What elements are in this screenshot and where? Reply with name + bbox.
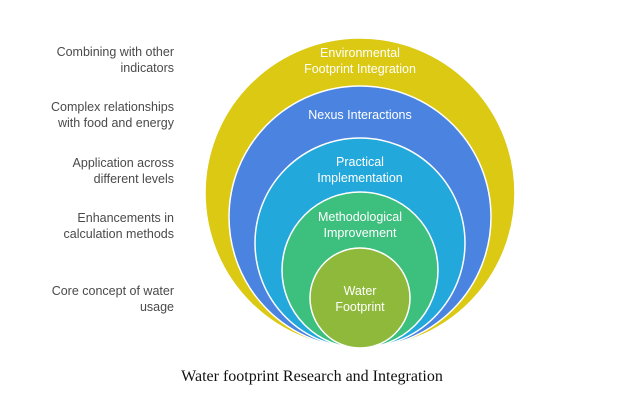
description-line: Application across bbox=[72, 156, 174, 170]
description-nexus: Complex relationships with food and ener… bbox=[0, 99, 174, 131]
description-line: Complex relationships bbox=[51, 100, 174, 114]
circle-water-footprint bbox=[309, 247, 411, 349]
figure-caption: Water footprint Research and Integration bbox=[181, 368, 443, 385]
description-line: Enhancements in bbox=[77, 211, 174, 225]
description-line: with food and energy bbox=[57, 116, 174, 130]
description-line: Combining with other bbox=[56, 45, 174, 59]
description-line: usage bbox=[139, 300, 174, 314]
description-practical: Application across different levels bbox=[0, 155, 174, 187]
layer-label: Footprint bbox=[335, 300, 385, 314]
layer-label: Water bbox=[344, 284, 377, 298]
description-environmental: Combining with other indicators bbox=[0, 44, 174, 76]
description-water-footprint: Core concept of water usage bbox=[0, 283, 174, 315]
description-line: indicators bbox=[120, 61, 175, 75]
description-line: different levels bbox=[93, 172, 174, 186]
layer-label: Practical bbox=[336, 155, 384, 169]
description-methodological: Enhancements in calculation methods bbox=[0, 210, 174, 242]
layer-label: Improvement bbox=[324, 226, 397, 240]
description-line: Core concept of water bbox=[51, 284, 174, 298]
layer-label: Nexus Interactions bbox=[308, 108, 412, 122]
description-line: calculation methods bbox=[63, 227, 174, 241]
layer-label: Footprint Integration bbox=[304, 62, 416, 76]
layer-label: Methodological bbox=[318, 210, 402, 224]
layer-label: Environmental bbox=[320, 46, 400, 60]
layer-label: Implementation bbox=[317, 171, 403, 185]
